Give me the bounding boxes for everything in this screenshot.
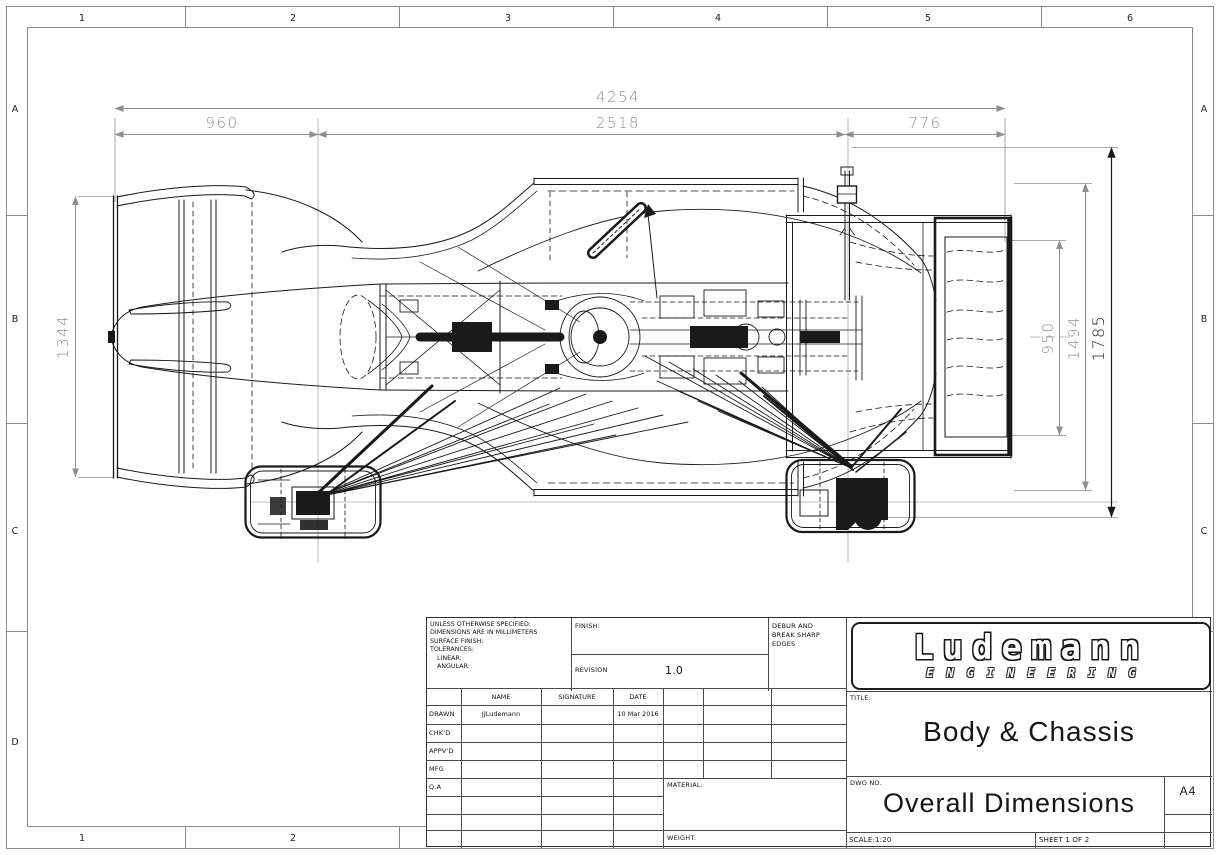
- drawn-date: 10 Mar 2016: [617, 710, 659, 718]
- finish-label: FINISH:: [575, 622, 601, 630]
- revision-label: REVISION: [575, 666, 608, 674]
- general-notes: UNLESS OTHERWISE SPECIFIED: DIMENSIONS A…: [430, 621, 537, 671]
- nose-cone: [108, 282, 563, 392]
- zone-top-1: 1: [79, 13, 85, 24]
- zone-bottom-2: 2: [290, 833, 296, 844]
- front-suspension: [315, 384, 689, 501]
- zone-top-4: 4: [715, 13, 721, 24]
- camera-mast: [836, 166, 858, 301]
- dimensions: [72, 105, 1116, 518]
- debur-note: BREAK SHARP: [772, 631, 820, 639]
- note-line: SURFACE FINISH:: [430, 637, 484, 645]
- debur-note: EDGES: [772, 640, 796, 648]
- title-label: TITLE:: [850, 694, 871, 702]
- dimension-texts: 4254 960 2518 776 1344 950 1494 1785: [54, 88, 1108, 361]
- drawn-name: JJLudemann: [481, 710, 521, 718]
- zone-top-3: 3: [505, 13, 511, 24]
- drawing-subtitle: Overall Dimensions: [882, 788, 1136, 818]
- dim-overall-length: 4254: [596, 88, 640, 106]
- zone-left-c: C: [12, 526, 19, 537]
- logo-wordmark: Ludemann: [913, 628, 1149, 668]
- zone-right-c: C: [1201, 526, 1208, 537]
- dim-front-overhang: 960: [205, 114, 238, 132]
- note-line: TOLERANCES:: [430, 646, 474, 654]
- zone-top-2: 2: [290, 13, 296, 24]
- title-block: UNLESS OTHERWISE SPECIFIED: DIMENSIONS A…: [426, 617, 1212, 848]
- zone-top-5: 5: [925, 13, 931, 24]
- logo-tagline: ENGINEERING: [926, 666, 1149, 680]
- zone-right-b: B: [1201, 314, 1208, 325]
- dim-rear-overhang: 776: [908, 114, 941, 132]
- dim-rear-wing-width: 950: [1039, 321, 1057, 354]
- revision-value: 1.0: [665, 664, 684, 677]
- row-mfg: MFG: [429, 765, 444, 773]
- car-top-view: [108, 166, 1013, 539]
- dim-front-wing-span: 1344: [54, 315, 72, 359]
- note-line: UNLESS OTHERWISE SPECIFIED:: [430, 621, 531, 628]
- zone-left-d: D: [11, 737, 18, 748]
- row-appvd: APPV'D: [429, 747, 454, 755]
- dwg-no-label: DWG NO.: [850, 779, 882, 787]
- bodywork: [281, 177, 937, 497]
- col-header-name: NAME: [491, 693, 511, 701]
- row-chkd: CHK'D: [429, 729, 451, 737]
- sheet-label: SHEET 1 OF 2: [1039, 836, 1090, 844]
- note-line: LINEAR:: [437, 654, 462, 662]
- dim-rear-body-width: 1494: [1065, 316, 1083, 360]
- engine-bay: [629, 289, 863, 385]
- dim-wheelbase: 2518: [596, 114, 640, 132]
- cockpit: [549, 191, 658, 381]
- paper-size: A4: [1179, 784, 1197, 798]
- zone-top-6: 6: [1127, 13, 1133, 24]
- col-header-signature: SIGNATURE: [558, 693, 596, 701]
- company-logo: Ludemann ENGINEERING: [851, 622, 1211, 690]
- zone-left-b: B: [12, 314, 19, 325]
- scale-label: SCALE:1:20: [849, 836, 892, 844]
- zone-right-a: A: [1201, 104, 1208, 115]
- col-header-date: DATE: [629, 693, 647, 701]
- zone-labels: 1 2 3 4 5 6 1 2 A B C D A B C: [11, 13, 1207, 844]
- zone-bottom-1: 1: [79, 833, 85, 844]
- material-label: MATERIAL:: [667, 781, 704, 789]
- row-qa: Q.A: [429, 783, 442, 791]
- rear-suspension: [644, 355, 907, 473]
- monocoque: [379, 280, 565, 394]
- row-drawn: DRAWN: [429, 710, 455, 718]
- rear-wing: [785, 214, 1013, 459]
- weight-label: WEIGHT:: [667, 834, 697, 842]
- note-line: DIMENSIONS ARE IN MILLIMETERS: [430, 629, 538, 637]
- drawing-title: Body & Chassis: [923, 716, 1135, 747]
- dim-overall-width: 1785: [1089, 315, 1108, 362]
- debur-note: DEBUR AND: [772, 622, 814, 630]
- zone-left-a: A: [12, 104, 19, 115]
- front-wing: [112, 185, 363, 489]
- rear-wheel: [785, 458, 916, 534]
- note-line: ANGULAR:: [437, 663, 470, 671]
